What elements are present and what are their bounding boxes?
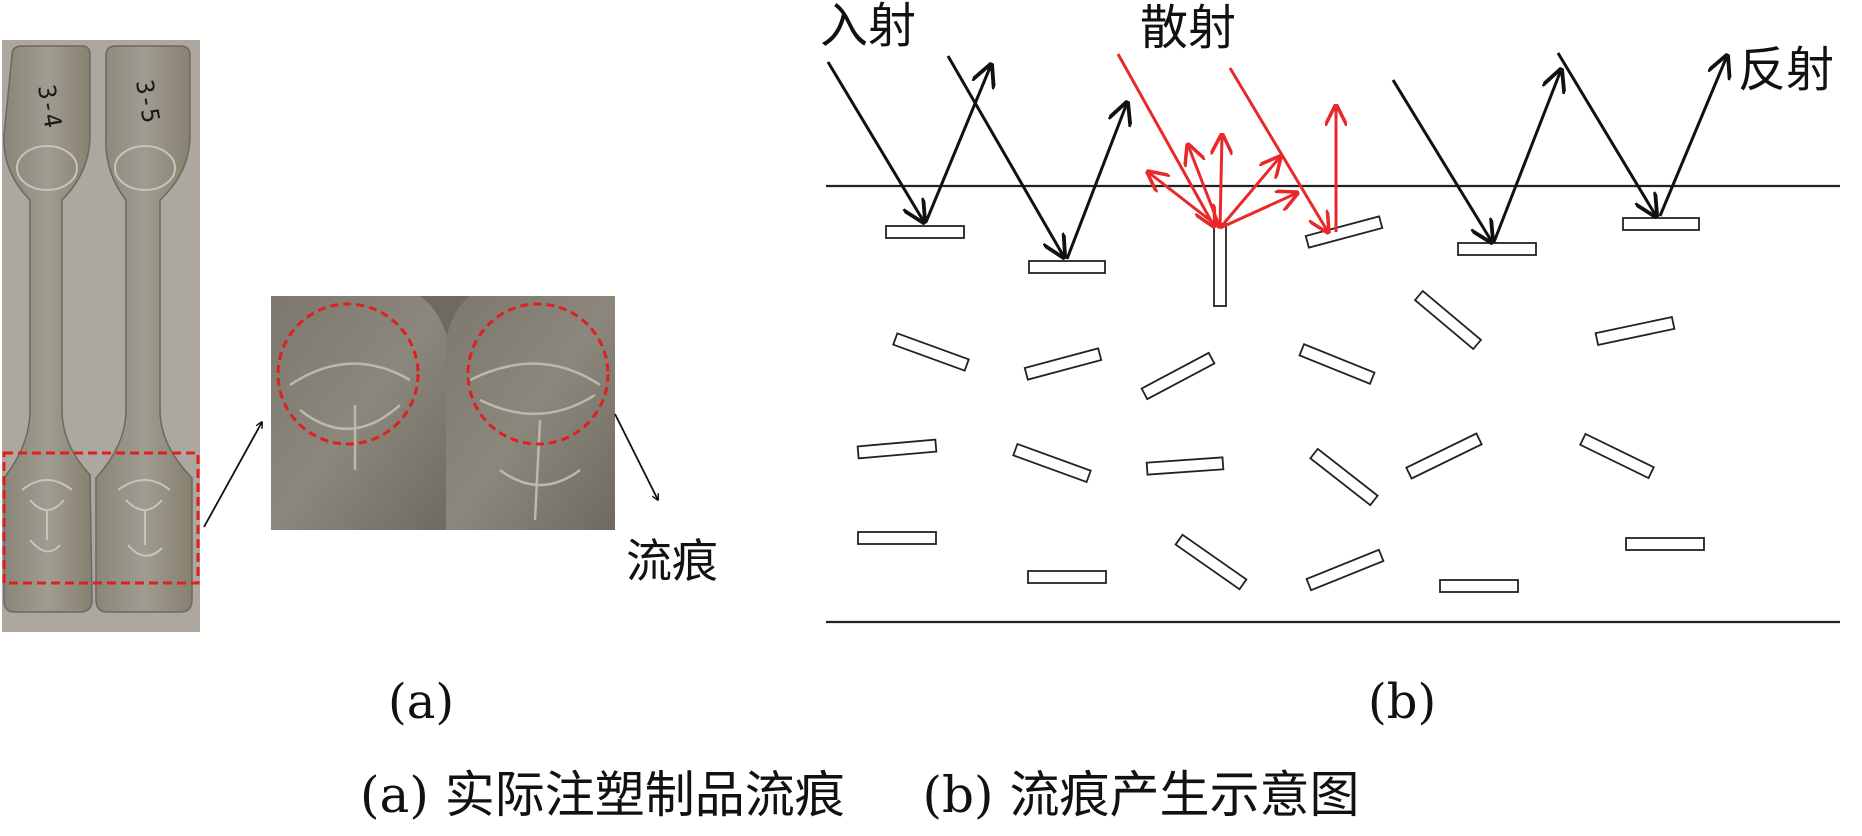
incident-ray xyxy=(826,61,924,222)
specimen-body xyxy=(3,45,93,613)
gate-mark xyxy=(114,145,176,191)
reflected-ray xyxy=(924,65,991,223)
panel-a-letter: (a) xyxy=(388,674,455,730)
black-rays xyxy=(826,52,1727,260)
particle xyxy=(1140,351,1216,401)
reflected-ray xyxy=(1658,56,1727,217)
particle xyxy=(1027,570,1107,584)
scatter-ray xyxy=(1188,145,1222,229)
particle xyxy=(1594,315,1676,347)
particle xyxy=(1012,442,1092,484)
zoomed-photo xyxy=(271,296,615,530)
zoom-leader-arrow xyxy=(203,422,262,528)
particle xyxy=(1405,432,1483,480)
particle xyxy=(1622,217,1700,231)
particle xyxy=(1304,215,1384,249)
particle xyxy=(1457,242,1537,256)
particle xyxy=(1023,347,1103,381)
flow-mark-label: 流痕 xyxy=(626,534,718,588)
particle xyxy=(1028,260,1106,274)
particle xyxy=(885,225,965,239)
particle xyxy=(1213,223,1227,307)
specimen-body xyxy=(95,45,193,613)
particle xyxy=(1579,432,1655,480)
panel-b-letter: (b) xyxy=(1368,674,1437,730)
particle xyxy=(1298,343,1376,385)
flow-mark-circle-right xyxy=(466,302,610,446)
specimen-3-5 xyxy=(95,45,193,613)
caption-b-text: 流痕产生示意图 xyxy=(1009,766,1360,824)
particle xyxy=(1413,289,1483,351)
particle xyxy=(1174,533,1248,591)
filler-particles xyxy=(856,215,1705,593)
particle xyxy=(1305,548,1385,592)
scatter-incident-ray xyxy=(1116,53,1214,226)
reflection-label: 反射 xyxy=(1738,42,1835,98)
specimen-3-4 xyxy=(3,45,93,613)
reflected-ray xyxy=(1065,103,1127,260)
scatter-ray xyxy=(1220,135,1222,229)
scatter-ray xyxy=(1218,157,1280,229)
scatter-incident-ray xyxy=(1228,67,1328,232)
particle xyxy=(1625,537,1705,551)
scatter-ray xyxy=(1148,172,1221,230)
caption-a-prefix: (a) xyxy=(360,766,429,824)
particle xyxy=(1439,579,1519,593)
red-scatter-rays xyxy=(1116,53,1336,232)
incident-ray xyxy=(1556,52,1656,216)
panel-a: 3-4 3-5 xyxy=(2,40,658,632)
zoomed-flow-marks xyxy=(289,362,601,521)
zoomed-left-specimen xyxy=(271,296,448,530)
incident-ray xyxy=(946,55,1064,257)
caption-b-prefix: (b) xyxy=(922,766,994,824)
scattering-label: 散射 xyxy=(1140,0,1237,56)
flow-mark-lines xyxy=(117,479,171,557)
flow-mark-callout-arrow xyxy=(614,413,658,500)
particle xyxy=(892,332,970,372)
reflected-ray xyxy=(1492,70,1561,243)
particle xyxy=(857,531,937,545)
incident-label: 入射 xyxy=(820,0,917,54)
highlight-box xyxy=(2,451,200,585)
particle xyxy=(1145,456,1225,476)
particle xyxy=(856,438,938,460)
flow-mark-lines xyxy=(21,479,73,553)
scatter-ray xyxy=(1219,193,1297,230)
panel-b xyxy=(826,52,1840,624)
gate-mark xyxy=(16,145,78,191)
flow-mark-circle-left xyxy=(276,302,420,446)
particle xyxy=(1309,447,1379,507)
caption-a-text: 实际注塑制品流痕 xyxy=(444,766,845,824)
incident-ray xyxy=(1391,79,1492,242)
figure-caption: (a) 实际注塑制品流痕 (b) 流痕产生示意图 xyxy=(360,770,1359,820)
